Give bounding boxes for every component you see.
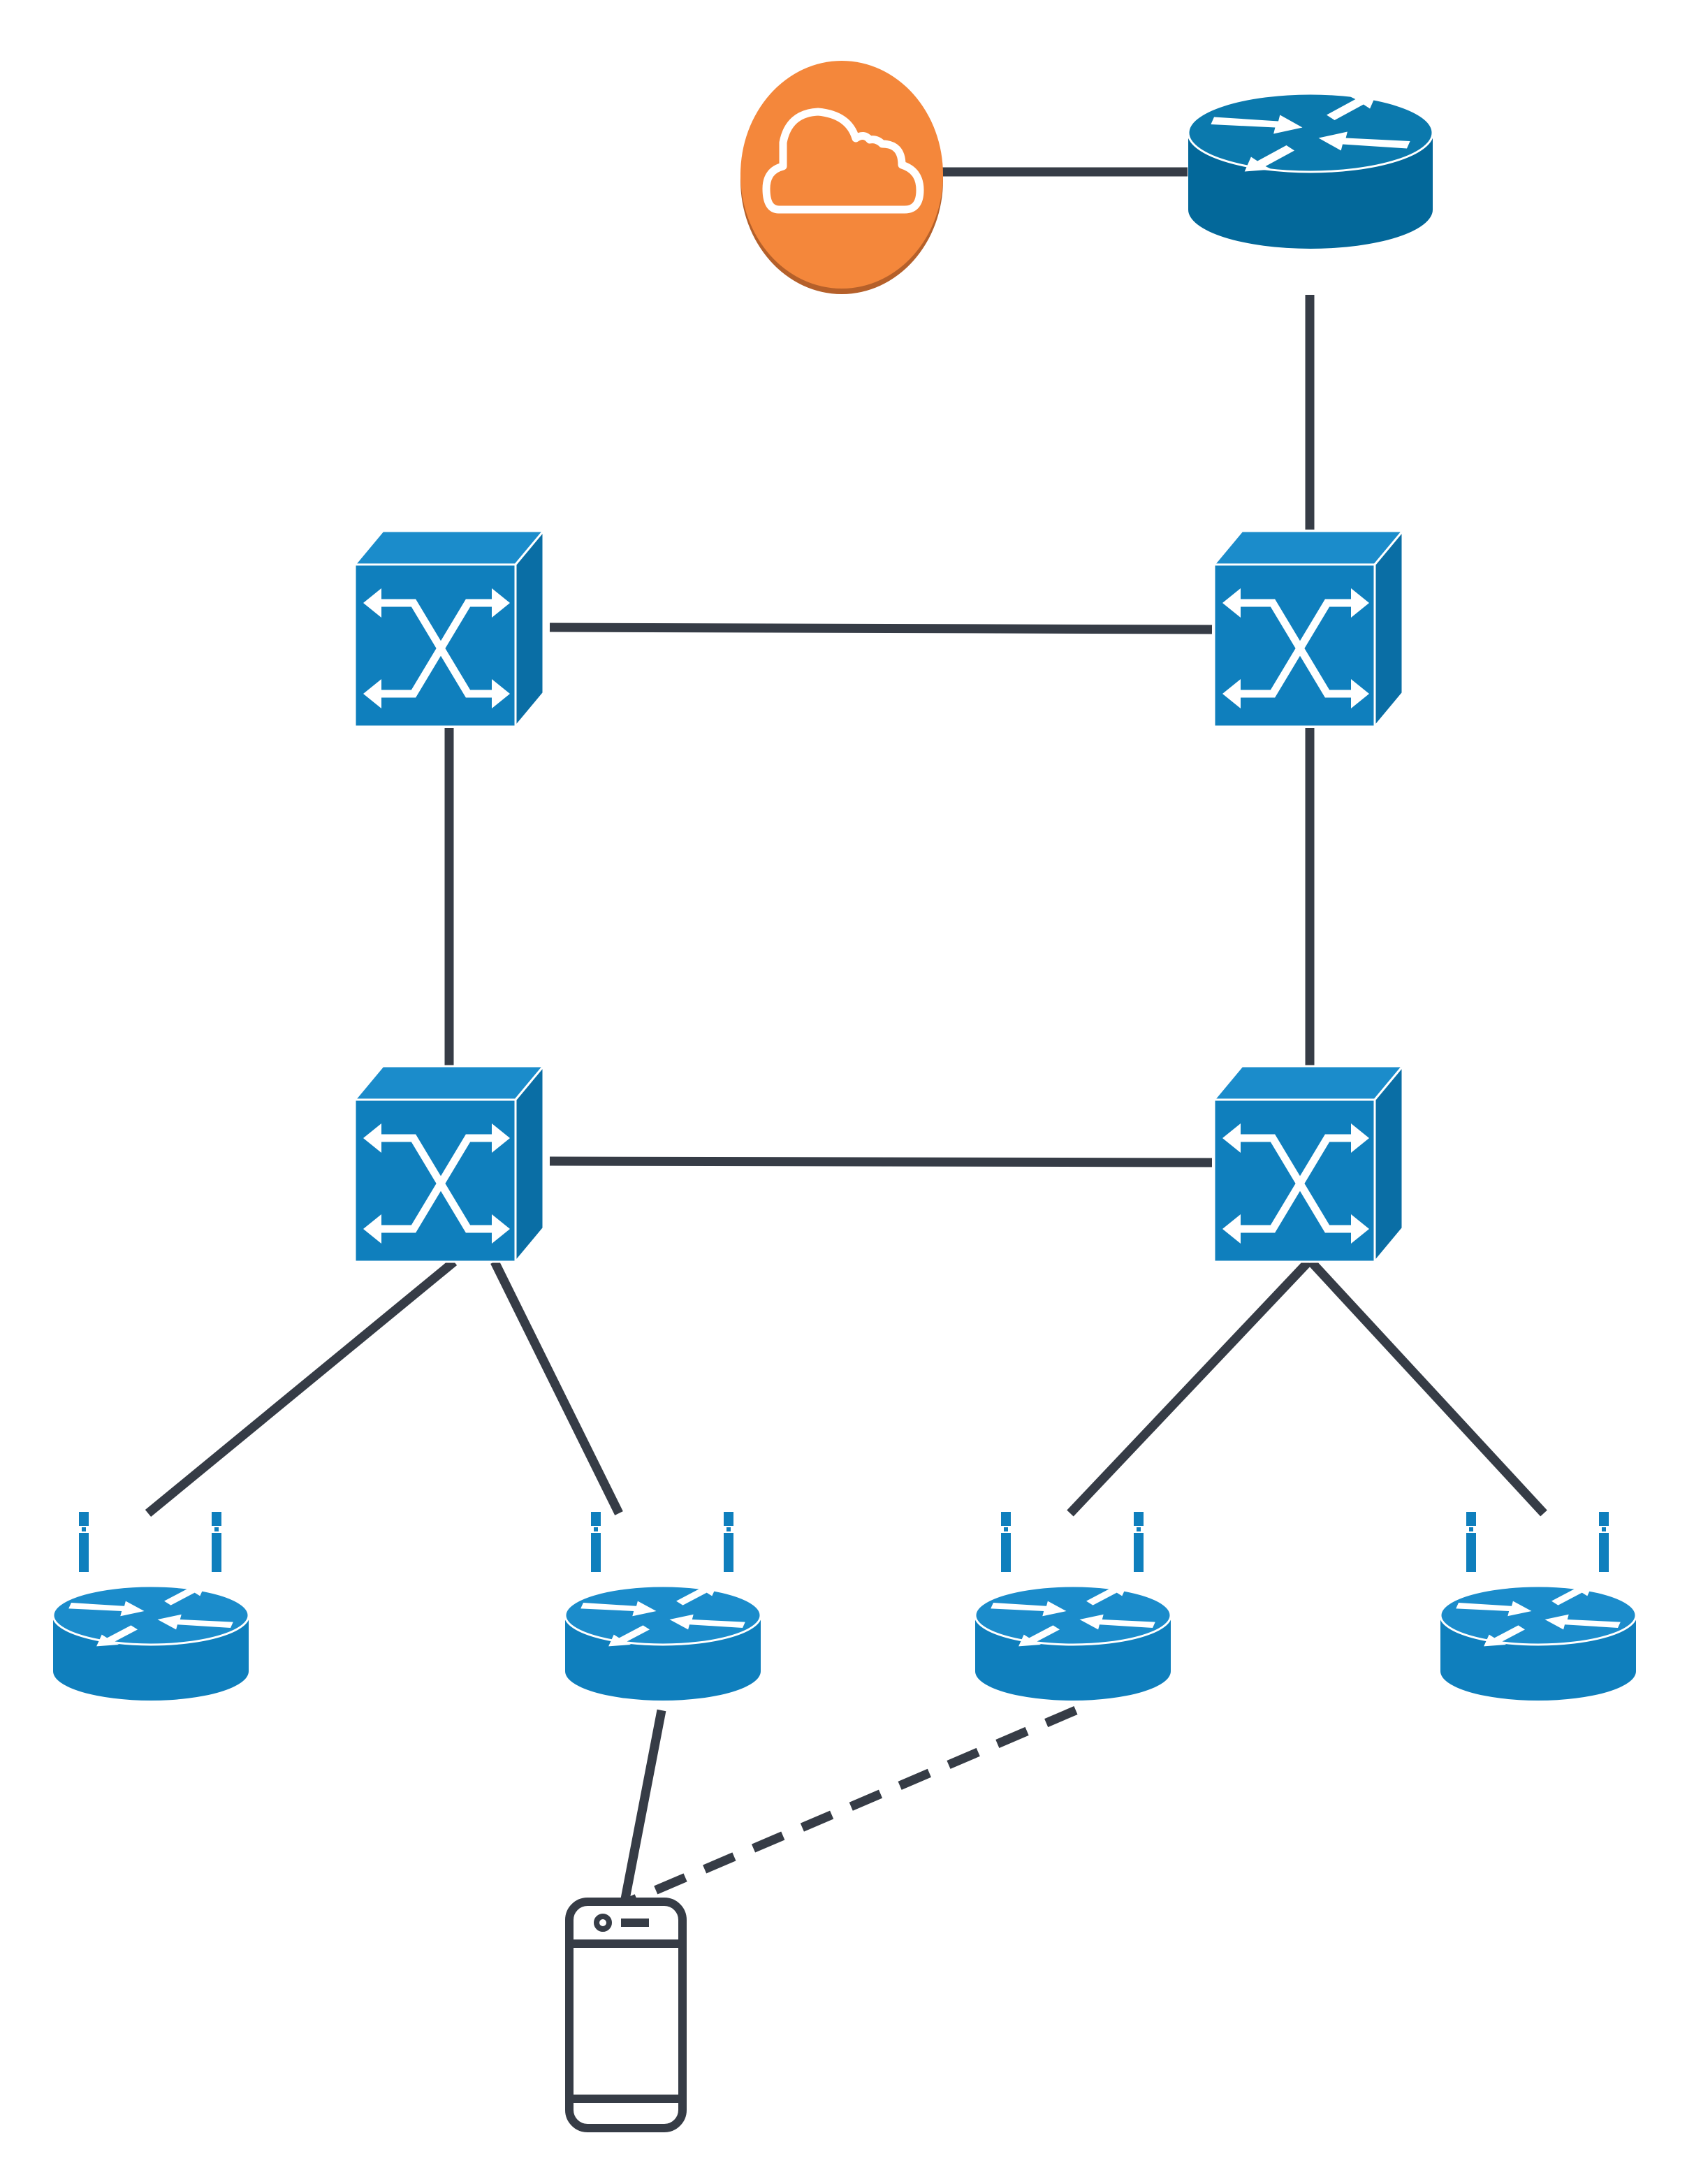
access-point-4-node [1439,1512,1637,1701]
links-layer [145,167,1547,1906]
switch-bottom-left-node [352,1063,546,1265]
link-switch-bottom-left-to-access-point-2 [490,1260,623,1515]
link-switch-bottom-right-to-access-point-3 [1067,1258,1312,1517]
link-switch-bottom-left-to-access-point-1 [145,1258,458,1517]
switch-bottom-right-node [1211,1063,1405,1265]
internet-cloud-node [740,61,943,294]
mobile-phone-icon [565,1898,687,2132]
antenna-icon [591,1512,733,1572]
switch-top-left-node [352,527,546,730]
antenna-icon [1466,1512,1609,1572]
cloud-icon [762,108,924,214]
access-point-1-node [52,1512,250,1701]
antenna-icon [79,1512,221,1572]
antenna-icon [1001,1512,1144,1572]
access-point-2-node [564,1512,762,1701]
link-access-point-3-to-mobile-phone [627,1706,1078,1906]
link-switch-bottom-right-to-access-point-4 [1308,1258,1547,1517]
link-switch-top-left-to-switch-top-right [549,623,1213,634]
link-switch-bottom-left-to-switch-bottom-right [549,1156,1213,1167]
access-point-3-node [974,1512,1172,1701]
core-router-node [1187,92,1434,249]
link-access-point-2-to-mobile-phone [620,1709,666,1900]
mobile-phone-node [565,1898,687,2132]
switch-top-right-node [1211,527,1405,730]
